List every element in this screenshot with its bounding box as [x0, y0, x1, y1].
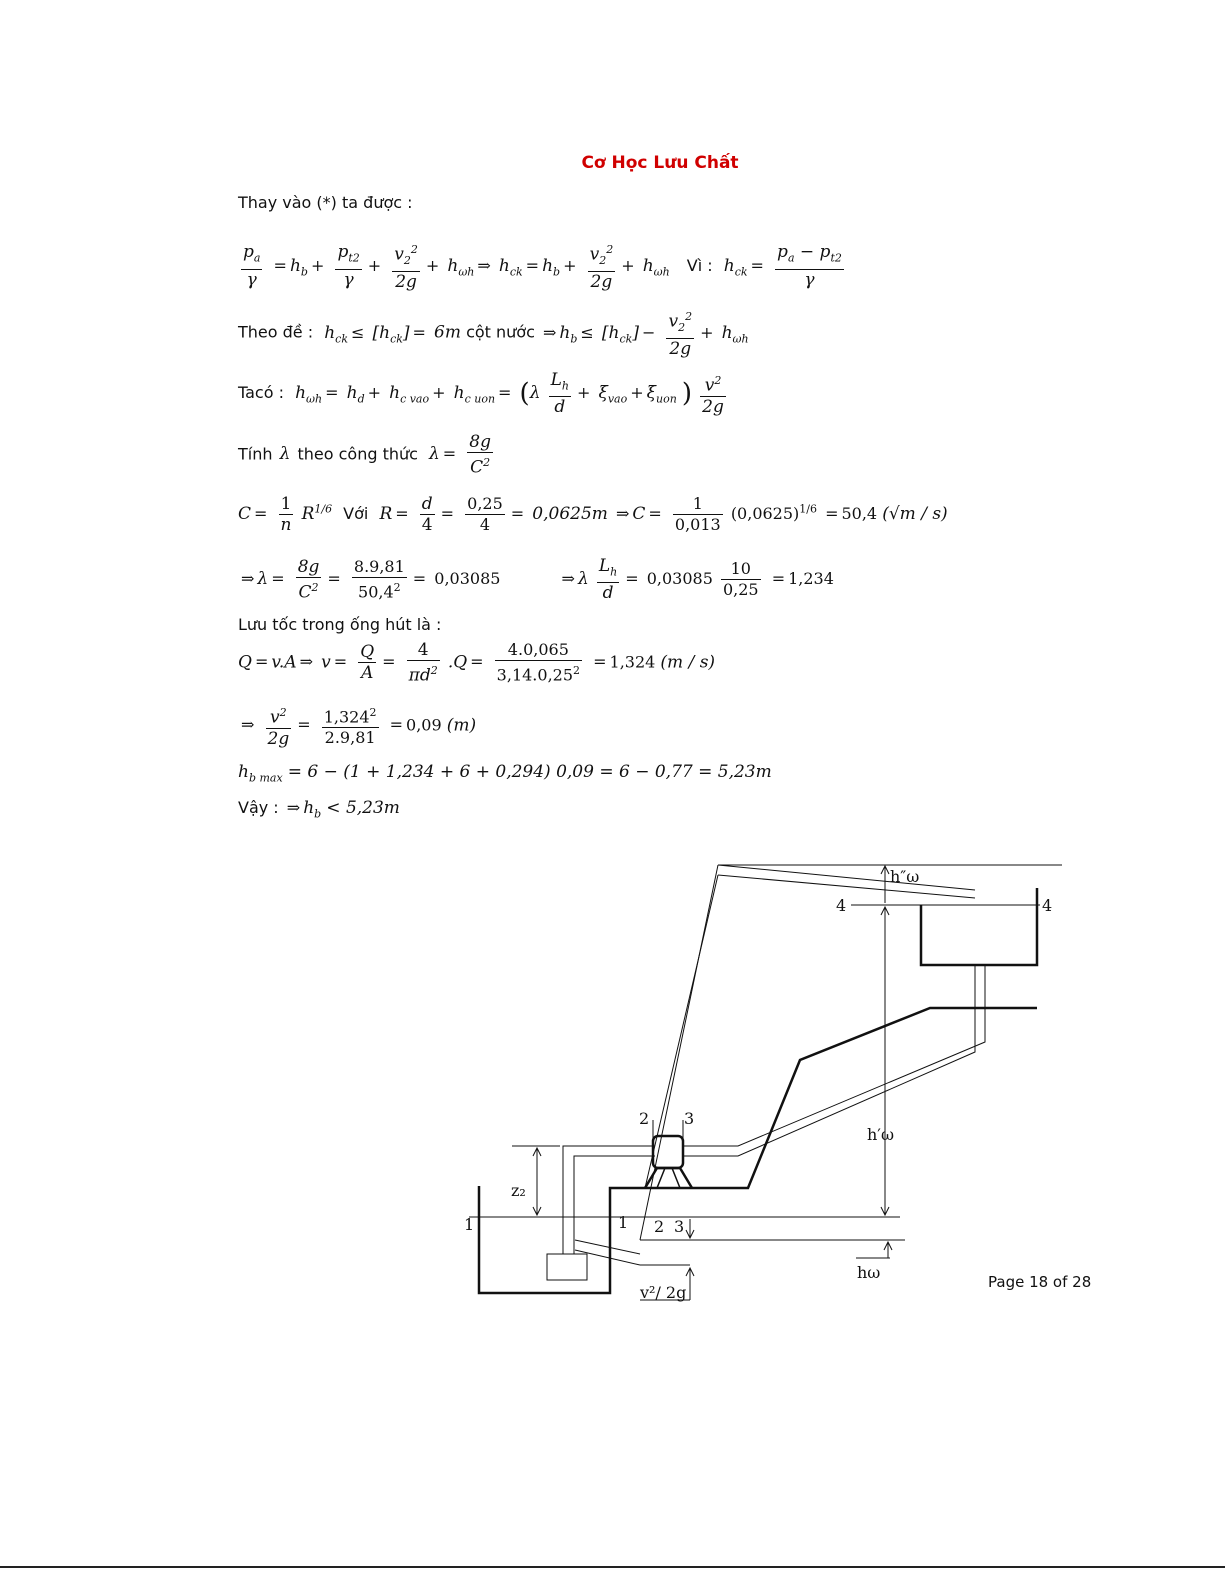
tinh-label: Tính	[238, 444, 273, 464]
suction-pipe-outer	[562, 1145, 655, 1254]
hck-limit: 6m	[434, 322, 461, 343]
lambda-den: 50,4	[358, 582, 394, 602]
label-1a: 1	[464, 1215, 474, 1234]
label-hw-top: h″ω	[890, 867, 919, 886]
lambda-result: 0,03085	[434, 569, 501, 589]
lower-reservoir	[477, 1006, 1037, 1295]
label-3b: 3	[674, 1217, 684, 1236]
page-title: Cơ Học Lưu Chất	[581, 153, 739, 173]
v-result: 1,324	[609, 652, 656, 672]
label-4b: 4	[1042, 896, 1052, 915]
upper-reservoir	[919, 888, 1039, 967]
equation-hbmax: hb max = 6 − (1 + 1,234 + 6 + 0,294) 0,0…	[238, 762, 772, 785]
pump-base	[643, 1166, 694, 1189]
energy-grade-1	[717, 864, 976, 891]
lambdal-mult: 0,03085	[646, 569, 713, 589]
q-den: 3,14.0,25	[496, 665, 574, 685]
equation-limit: Theo đề : hck≤ [hck]= 6m cột nước ⇒hb≤ […	[238, 307, 749, 359]
hb-expr: = 6 − (1 + 1,234 + 6 + 0,294) 0,09 = 6 −…	[287, 762, 772, 782]
label-2a: 2	[639, 1109, 649, 1128]
intro-text: Thay vào (*) ta được :	[238, 193, 413, 212]
v-unit: (m / s)	[660, 652, 716, 673]
label-3a: 3	[684, 1109, 694, 1128]
label-hw-bot: hω	[857, 1263, 880, 1282]
discharge-pipe-outer	[683, 965, 986, 1147]
head-unit: (m)	[446, 715, 477, 736]
head-result: 0,09	[406, 715, 442, 735]
label-hw-mid: h′ω	[867, 1125, 894, 1144]
lambdal-den: 0,25	[722, 580, 759, 600]
label-z2: z₂	[511, 1181, 526, 1200]
voi-label: Với	[343, 504, 369, 523]
page-number: Page 18 of 28	[988, 1273, 1092, 1291]
energy-grade-2	[717, 874, 976, 899]
velocity-heading: Lưu tốc trong ống hút là :	[238, 615, 442, 634]
taco-label: Tacó :	[238, 383, 284, 403]
vay-label: Vậy :	[238, 798, 279, 817]
q-num: 4.0,065	[494, 640, 583, 662]
cot-nuoc-label: cột nước	[466, 322, 535, 342]
label-v2g: v²/ 2g	[639, 1283, 686, 1302]
energy-grade-drop-2	[644, 874, 719, 1189]
page-bottom-rule	[0, 1566, 1225, 1568]
discharge-pipe-inner	[683, 965, 976, 1157]
lambdal-num: 10	[720, 559, 761, 581]
theo-cong-thuc-label: theo công thức	[297, 444, 418, 464]
c-result: 50,4	[841, 504, 878, 523]
theo-de-label: Theo đề :	[238, 322, 314, 342]
c-paren: (0,0625)	[730, 504, 800, 523]
head-num: 1,324	[323, 707, 370, 727]
r-value: 0,0625m	[532, 504, 608, 524]
label-2b: 2	[654, 1217, 664, 1236]
lambda-num: 8.9,81	[351, 557, 407, 579]
suction-pipe-inner	[573, 1155, 655, 1254]
lambdal-result: 1,234	[788, 569, 834, 589]
equation-conclusion: Vậy : ⇒hb < 5,23m	[238, 798, 400, 821]
label-1b: 1	[618, 1213, 628, 1232]
r-num: 0,25	[465, 494, 505, 515]
foot-valve	[546, 1253, 588, 1281]
pump-body	[651, 1134, 685, 1170]
head-den: 2.9,81	[324, 728, 376, 748]
vi-label: Vì :	[686, 255, 713, 275]
energy-grade-drop-1	[639, 864, 719, 1241]
label-4a: 4	[836, 896, 846, 915]
final-result: < 5,23m	[326, 798, 400, 818]
c-den: 0,013	[674, 515, 721, 534]
